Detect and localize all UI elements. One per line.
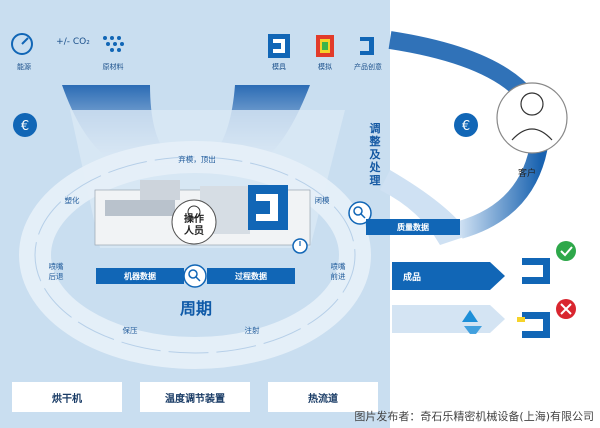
segment-hold: 保压 [122,326,138,335]
bad-part-icon [522,312,550,338]
segment-inject: 注射 [244,326,260,335]
euro-icon-right [454,113,478,137]
scrap-arrow [392,305,505,333]
product-idea-label: 产品创意 [354,63,382,71]
mold-label: 模具 [272,63,286,71]
raw-material-icon [103,36,124,52]
co2-label: +/- CO₂ [56,37,90,47]
ok-check-icon [556,241,576,261]
product-arrow [392,262,505,290]
simulation-label: 模拟 [318,63,332,71]
mold-icon [268,34,290,58]
product-idea-icon [360,37,374,55]
recycle-icon [462,310,482,334]
raw-material-label: 原材料 [102,63,124,71]
energy-label: 能源 [17,63,31,71]
customer-avatar [496,82,568,154]
product-label: 成品 [403,273,422,283]
simulation-icon [316,35,334,57]
segment-eject: 弃模，顶出 [178,155,216,164]
segment-close: 闭模 [314,196,330,205]
operator-label: 操作 人员 [184,214,204,237]
magnifier-icon-center [183,264,207,288]
energy-icon [11,33,33,55]
segment-nozzle-forward: 喷嘴 前进 [330,262,346,281]
svg-text:€: € [21,119,29,134]
segment-nozzle-back: 喷嘴 后退 [48,262,64,281]
mold-icon-large [248,185,288,230]
magnifier-icon-quality [348,201,372,225]
hot-runner-box: 热流道 [268,382,378,412]
good-part-icon [522,258,550,284]
segment-plasticize: 塑化 [64,196,80,205]
quality-data-bar: 质量数据 [366,219,460,235]
process-data-bar: 过程数据 [207,268,295,284]
cycle-title: 周期 [180,299,213,318]
return-arc [457,138,549,239]
publisher-caption: 图片发布者：奇石乐精密机械设备(上海)有限公司 [354,410,594,423]
dryer-box: 烘干机 [12,382,122,412]
customer-label: 客户 [518,169,537,179]
operator-avatar [171,199,217,245]
temp-control-box: 温度调节装置 [140,382,250,412]
svg-text:€: € [462,119,470,134]
machine-data-bar: 机器数据 [96,268,184,284]
adjust-label: 调整及处理 [369,122,381,187]
euro-icon-left [13,113,37,137]
